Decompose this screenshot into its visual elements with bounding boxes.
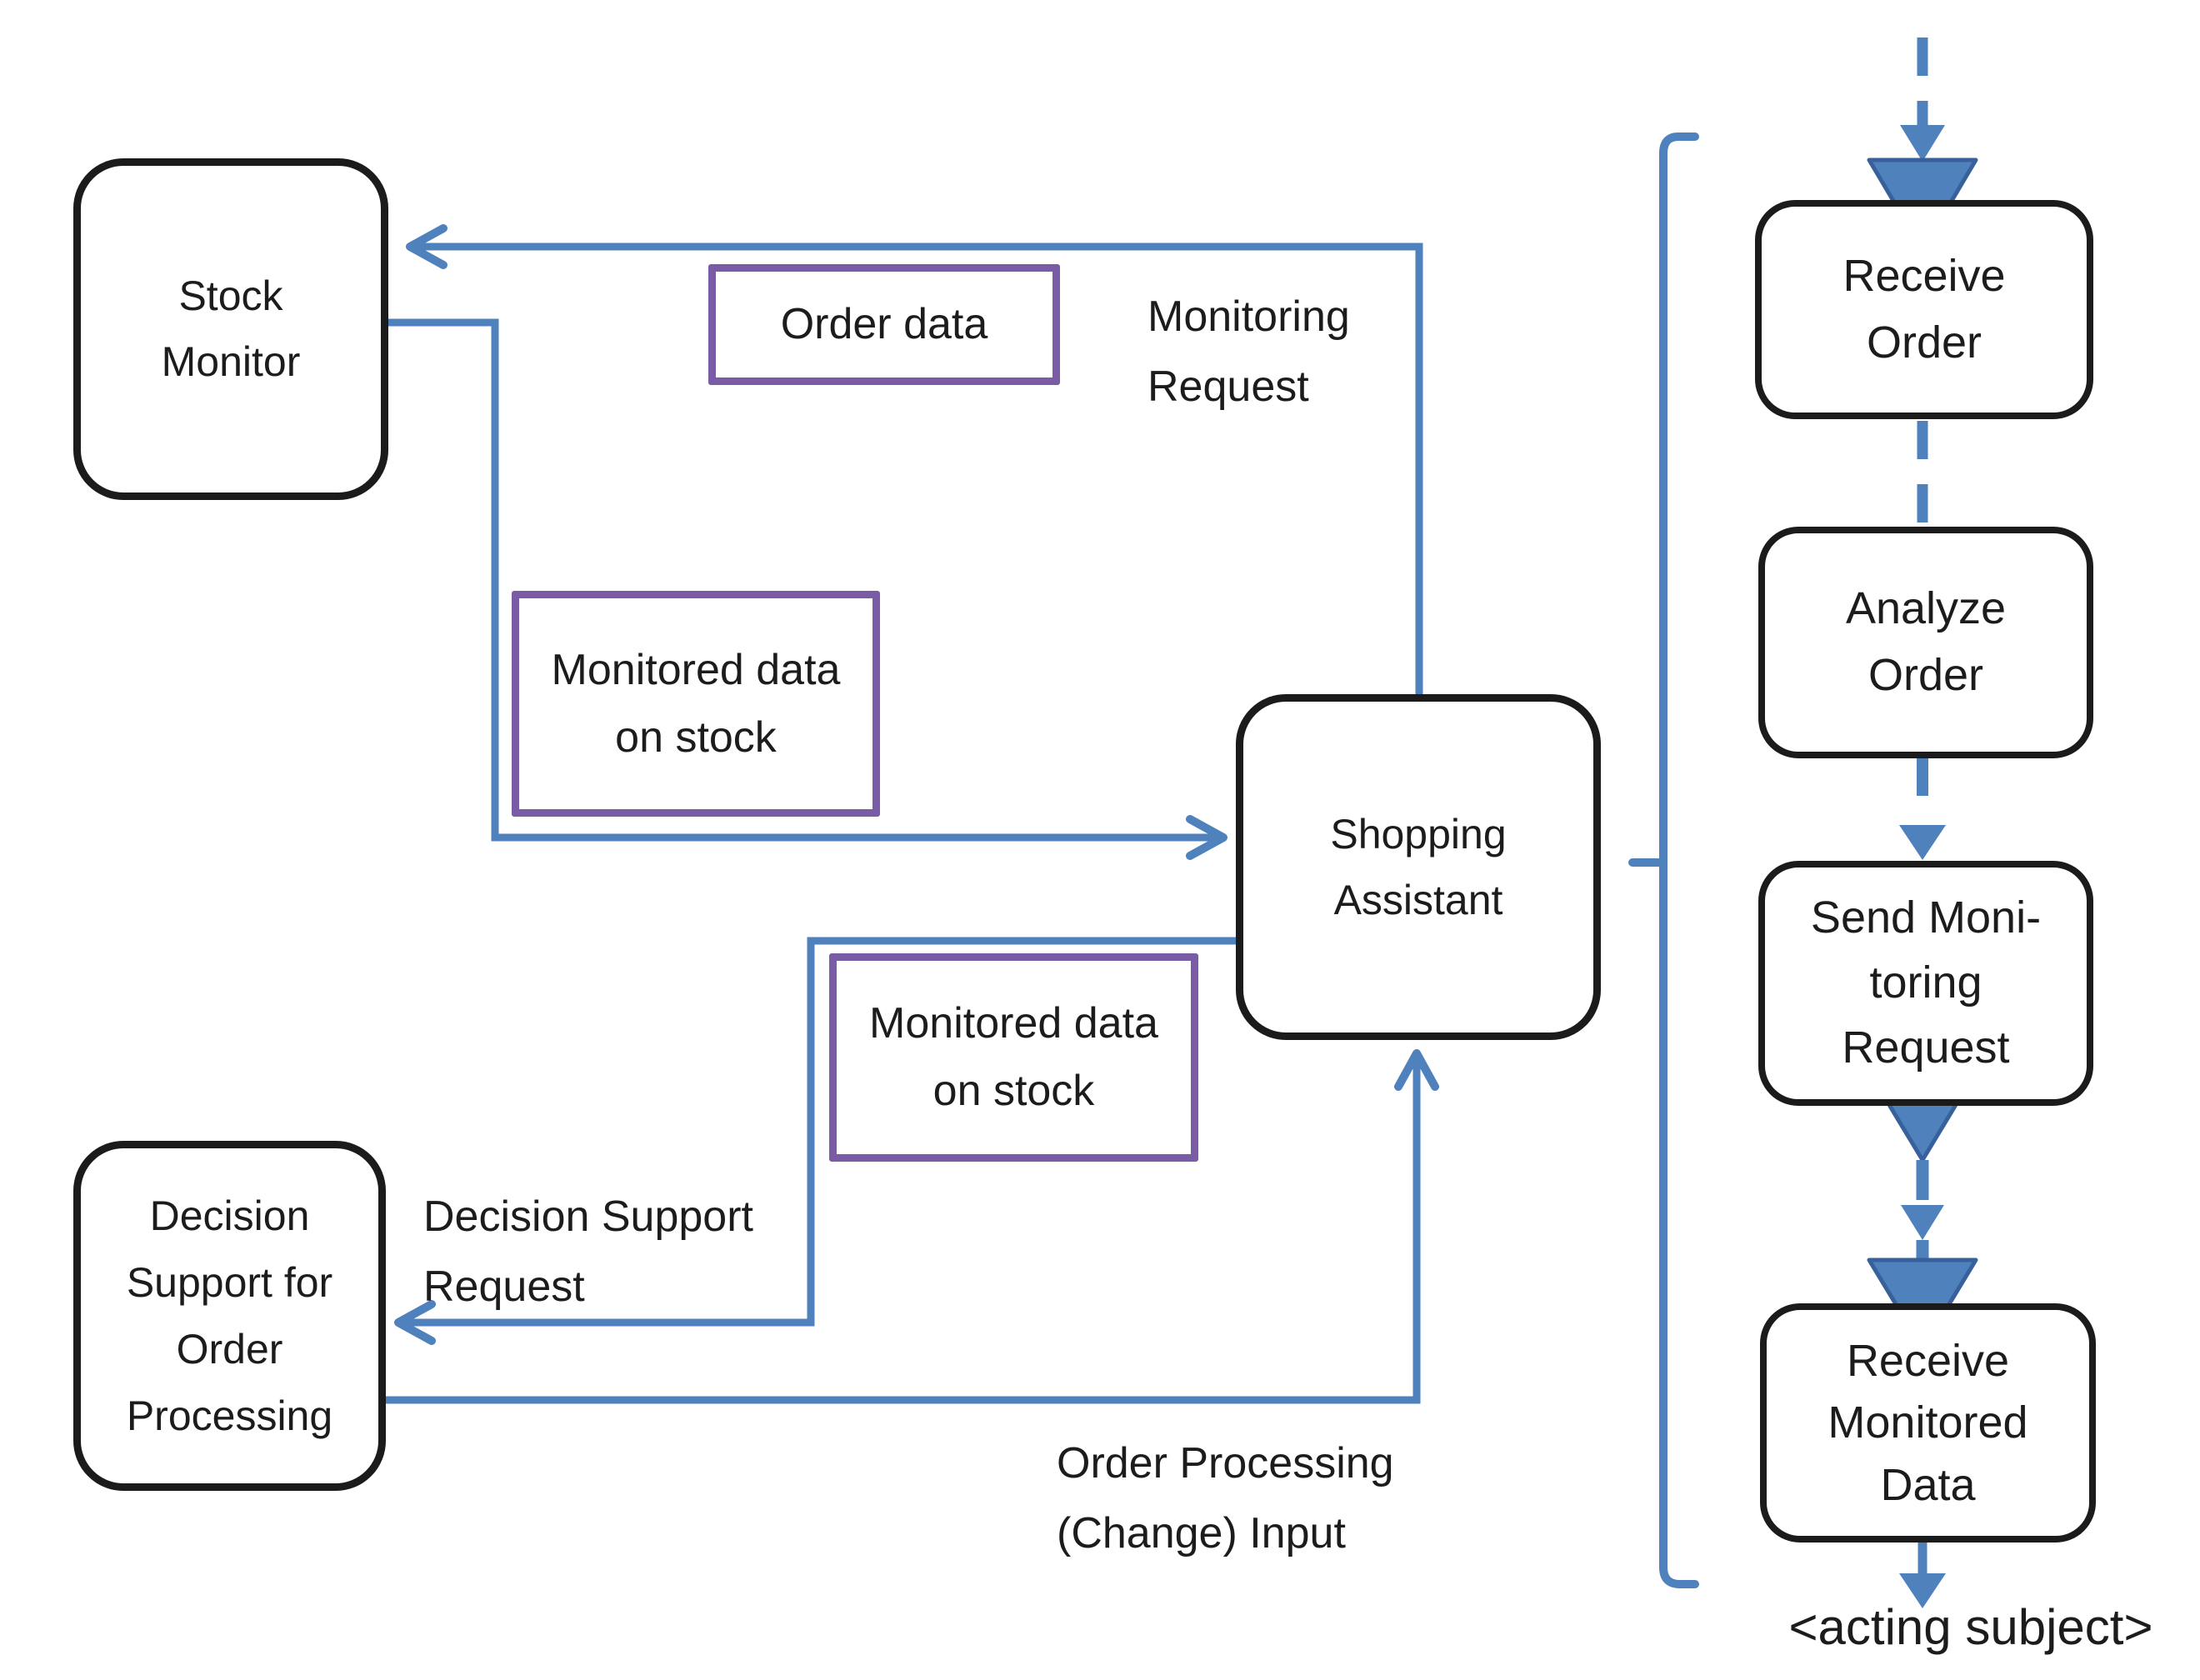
annotation-monitored-data-lower: Monitored data on stock	[829, 953, 1198, 1162]
small-arrowhead-icon	[1899, 1573, 1946, 1608]
annotation-monitored-data-upper: Monitored data on stock	[512, 591, 880, 817]
small-arrowhead-icon	[1899, 825, 1946, 860]
label-decision-support-request: Decision Support Request	[423, 1192, 753, 1312]
annotation-order-data-label: Order data	[780, 300, 988, 349]
step-send-monitoring-request: Send Moni- toring Request	[1758, 861, 2093, 1106]
bracket-icon	[1659, 132, 1699, 1588]
label-order-processing-input: Order Processing (Change) Input	[1057, 1439, 1394, 1558]
step-send-monitoring-request-label: Send Moni- toring Request	[1810, 892, 2042, 1072]
node-shopping-assistant: Shopping Assistant	[1236, 694, 1601, 1040]
node-shopping-assistant-label: Shopping Assistant	[1330, 810, 1507, 923]
step-receive-order: Receive Order	[1755, 200, 2093, 419]
small-arrowhead-icon	[1901, 1205, 1944, 1240]
step-receive-monitored-data-label: Receive Monitored Data	[1828, 1335, 2028, 1510]
small-arrowhead-icon	[1900, 125, 1945, 162]
node-stock-monitor: Stock Monitor	[73, 158, 388, 500]
edge-order-processing-input	[386, 1049, 1439, 1404]
step-receive-monitored-data: Receive Monitored Data	[1760, 1303, 2096, 1542]
annotation-order-data: Order data	[708, 264, 1060, 385]
annotation-monitored-data-upper-label: Monitored data on stock	[551, 645, 841, 762]
acting-subject-caption: <acting subject>	[1788, 1599, 2153, 1655]
annotation-monitored-data-lower-label: Monitored data on stock	[869, 999, 1158, 1115]
node-decision-support: Decision Support for Order Processing	[73, 1141, 386, 1491]
step-analyze-order: Analyze Order	[1758, 527, 2093, 758]
node-decision-support-label: Decision Support for Order Processing	[126, 1192, 333, 1439]
step-receive-order-label: Receive Order	[1842, 250, 2006, 368]
edge-decision-support-request	[394, 937, 1236, 1345]
label-monitoring-request: Monitoring Request	[1148, 292, 1350, 412]
edge-monitored-data	[388, 318, 1228, 860]
edge-monitoring-request	[406, 224, 1423, 694]
node-stock-monitor-label: Stock Monitor	[161, 272, 301, 385]
step-analyze-order-label: Analyze Order	[1845, 583, 2007, 700]
